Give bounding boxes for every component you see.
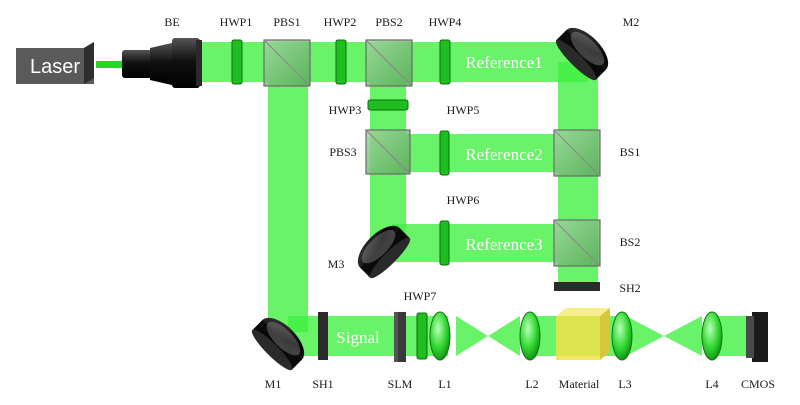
- bs1-cube: [553, 129, 601, 177]
- label-hwp4: HWP4: [429, 15, 462, 29]
- label-l4: L4: [705, 377, 718, 391]
- hwp7-plate: [416, 312, 428, 360]
- lens-l2: [519, 311, 541, 361]
- material-sample: [556, 308, 610, 360]
- slm-device: [394, 312, 406, 362]
- label-pbs1: PBS1: [273, 15, 300, 29]
- shutter-sh2: [554, 282, 600, 291]
- label-m2: M2: [623, 15, 640, 29]
- hwp1-plate: [231, 39, 243, 85]
- beam-paths: [96, 42, 752, 356]
- beam-expander: [122, 38, 202, 88]
- pbs1-cube: [263, 39, 311, 87]
- label-pbs3: PBS3: [329, 145, 356, 159]
- label-m1: M1: [265, 377, 282, 391]
- waveplates: [231, 39, 451, 360]
- lenses: [429, 311, 723, 361]
- label-bs1: BS1: [620, 145, 641, 159]
- label-sh1: SH1: [312, 377, 333, 391]
- lens-l4: [701, 311, 723, 361]
- signal-label: Signal: [336, 328, 380, 347]
- mirror-m3: [357, 225, 411, 279]
- label-hwp7: HWP7: [404, 289, 437, 303]
- label-m3: M3: [328, 257, 345, 271]
- label-pbs2: PBS2: [375, 15, 402, 29]
- hwp5-plate: [439, 130, 450, 176]
- hwp3-plate: [367, 99, 409, 111]
- cmos-camera: [746, 312, 768, 362]
- hwp6-plate: [439, 220, 450, 266]
- beam-focus-l3-l4: [626, 316, 702, 356]
- beam-laser-output: [96, 61, 124, 68]
- label-be: BE: [164, 15, 179, 29]
- label-hwp2: HWP2: [324, 15, 357, 29]
- label-sh2: SH2: [619, 281, 640, 295]
- beam-signal-vertical: [268, 82, 308, 332]
- bs2-cube: [553, 219, 601, 267]
- lens-l3: [611, 311, 633, 361]
- label-l2: L2: [525, 377, 538, 391]
- mirror-m2: [555, 27, 609, 81]
- shutter-sh1: [318, 312, 328, 360]
- label-l1: L1: [438, 377, 451, 391]
- lens-l1: [429, 311, 451, 361]
- label-hwp6: HWP6: [447, 193, 480, 207]
- beam-splitters: [263, 39, 601, 267]
- beam-focus-l1-l2: [456, 316, 520, 356]
- label-hwp3: HWP3: [329, 103, 362, 117]
- pbs3-cube: [365, 129, 411, 175]
- label-hwp1: HWP1: [220, 15, 253, 29]
- reference1-label: Reference1: [465, 53, 542, 72]
- laser: Laser: [16, 42, 94, 84]
- reference2-label: Reference2: [465, 145, 542, 164]
- label-bs2: BS2: [620, 235, 641, 249]
- label-cmos: CMOS: [741, 377, 775, 391]
- label-hwp5: HWP5: [447, 103, 480, 117]
- label-slm: SLM: [388, 377, 413, 391]
- pbs2-cube: [365, 39, 413, 87]
- hwp2-plate: [335, 39, 347, 85]
- component-labels: BE HWP1 PBS1 HWP2 PBS2 HWP4 M2 HWP3 HWP5…: [164, 15, 775, 391]
- reference3-label: Reference3: [465, 235, 542, 254]
- mirror-m1: [251, 317, 305, 371]
- label-l3: L3: [618, 377, 631, 391]
- beam-reference2: [406, 134, 558, 172]
- laser-label: Laser: [30, 56, 80, 78]
- hwp4-plate: [439, 39, 451, 85]
- label-material: Material: [559, 377, 600, 391]
- beam-reference3: [392, 224, 558, 262]
